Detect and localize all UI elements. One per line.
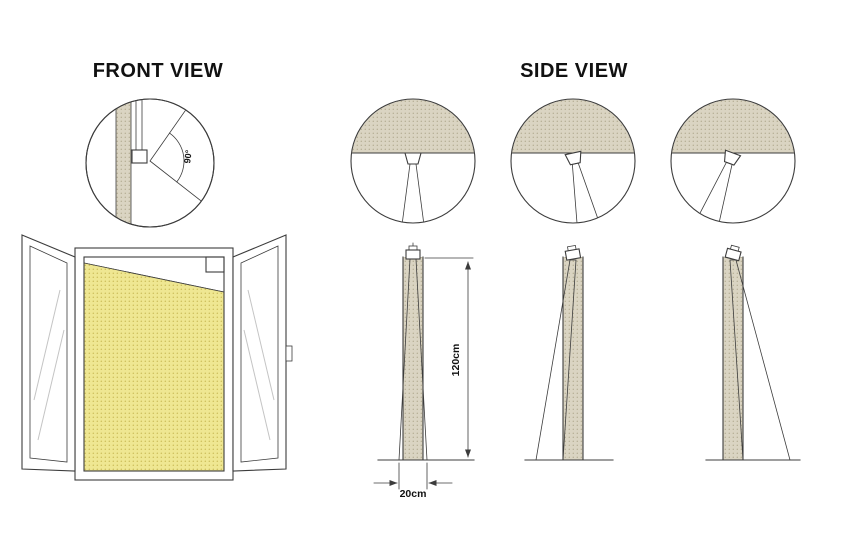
side-detail-circle-1: [350, 98, 476, 224]
height-label: 120cm: [450, 344, 462, 377]
height-dimension: 120cm: [424, 257, 474, 458]
beam-angle-label: 90°: [182, 149, 194, 164]
detail-circle-content: 90°: [115, 99, 214, 227]
detail-circle-border: [85, 98, 215, 228]
sensor-icon: [405, 249, 421, 260]
casement-left-glass: [29, 245, 68, 463]
beam-cone: [697, 161, 733, 223]
wall-strip: [116, 99, 131, 227]
front-view-title: FRONT VIEW: [93, 60, 224, 82]
wall-section: [403, 257, 423, 460]
width-dimension: 20cm: [373, 462, 453, 500]
tilted-sensor-group: [697, 149, 742, 223]
front-window: [21, 234, 293, 481]
width-label: 20cm: [400, 488, 427, 500]
front-view-section: FRONT VIEW 90°: [21, 60, 293, 481]
tilted-sensor-group: [724, 244, 742, 262]
beam-top-edge: [83, 262, 225, 293]
sensor-icon: [724, 247, 742, 262]
sensor-icon: [404, 152, 422, 165]
sensor-icon: [723, 149, 742, 166]
wall-column-1: 120cm 20cm: [373, 242, 475, 500]
wall-column-2: [524, 244, 614, 461]
glass-reflection: [37, 329, 65, 441]
front-detail-circle: 90°: [85, 98, 215, 228]
side-view-section: SIDE VIEW: [350, 60, 801, 500]
casement-left: [21, 234, 76, 472]
glass-reflection: [243, 329, 271, 441]
glass-reflection: [247, 289, 275, 401]
side-detail-circle-3: [670, 98, 796, 224]
casement-right-glass: [240, 245, 279, 463]
angle-arc: [168, 132, 185, 183]
circle-border: [350, 98, 476, 224]
circle-border: [510, 98, 636, 224]
side-view-title: SIDE VIEW: [520, 60, 628, 82]
window-inner-frame: [83, 256, 225, 472]
sensor-icon: [131, 149, 148, 164]
window-sensor-icon: [205, 256, 225, 273]
wall-column-3: [705, 244, 801, 461]
beam-curtain: [84, 263, 224, 471]
circle-border: [670, 98, 796, 224]
tilted-sensor-group: [564, 244, 582, 261]
sensor-icon: [564, 248, 582, 261]
wall-section: [563, 257, 583, 460]
casement-right: [232, 234, 293, 472]
glass-reflection: [33, 289, 61, 401]
sensor-icon: [564, 150, 582, 166]
wall-section: [723, 257, 743, 460]
window-handle: [285, 345, 293, 362]
beam-cone: [401, 163, 425, 223]
